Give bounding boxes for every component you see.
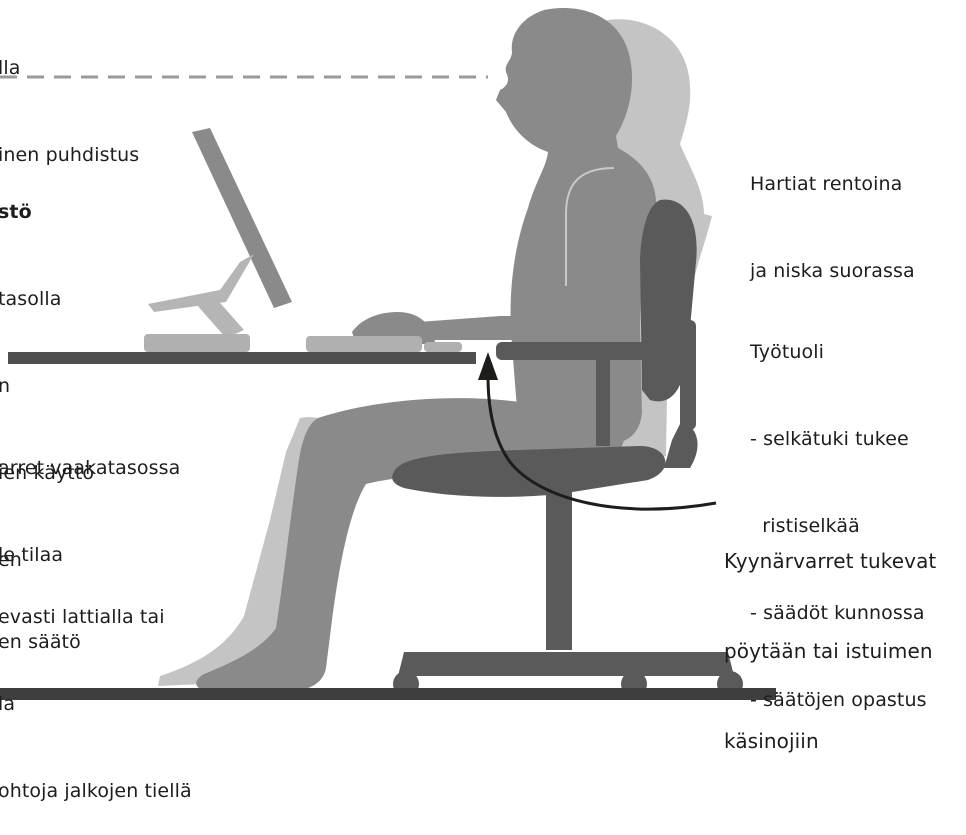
label-line: Kyynärvarret tukevat: [724, 549, 937, 573]
label-line: arret vaakatasossa: [0, 457, 181, 479]
label-line: lla: [0, 57, 21, 79]
label-forearms-left: arret vaakatasossa le tilaa en säätö: [0, 396, 180, 686]
label-armrest: Kyynärvarret tukevat pöytään tai istuime…: [724, 486, 936, 786]
floor-line: [0, 688, 776, 700]
shoulder-contour-line: [565, 167, 615, 286]
monitor: [144, 128, 292, 352]
label-line: ja niska suorassa: [750, 260, 915, 282]
label-line: ohtoja jalkojen tiellä: [0, 780, 192, 802]
label-line: - selkätuki tukee: [750, 428, 909, 450]
armrest-pointer-arrow: [486, 375, 717, 511]
label-line: evasti lattialla tai: [0, 606, 165, 628]
label-line: tasolla: [0, 288, 62, 310]
label-line: Työtuoli: [750, 341, 824, 363]
mouse: [424, 342, 462, 352]
label-line: ien käyttö: [0, 462, 95, 484]
label-line: le tilaa: [0, 544, 64, 566]
label-monitor-left: stö tasolla n ien käyttö en: [0, 140, 94, 604]
label-line: Hartiat rentoina: [750, 173, 903, 195]
arrow-head-icon: [478, 352, 498, 380]
label-feet-left: evasti lattialla tai la ohtoja jalkojen …: [0, 545, 192, 835]
label-line: ristiselkää: [750, 515, 860, 537]
label-top-left: lla inen puhdistus: [0, 0, 139, 199]
label-shoulders: Hartiat rentoina ja niska suorassa: [750, 112, 915, 315]
keyboard: [306, 336, 422, 352]
label-line: la: [0, 693, 16, 715]
ergonomics-illustration: [0, 8, 776, 700]
label-line: käsinojiin: [724, 729, 819, 753]
label-line: en säätö: [0, 631, 81, 653]
label-line: en: [0, 549, 22, 571]
label-line: stö: [0, 201, 32, 223]
label-line: - säädöt kunnossa: [750, 602, 925, 624]
label-line: inen puhdistus: [0, 144, 140, 166]
label-line: pöytään tai istuimen: [724, 639, 933, 663]
desk-surface: [8, 352, 476, 364]
office-chair: [392, 199, 743, 697]
label-line: n: [0, 375, 11, 397]
